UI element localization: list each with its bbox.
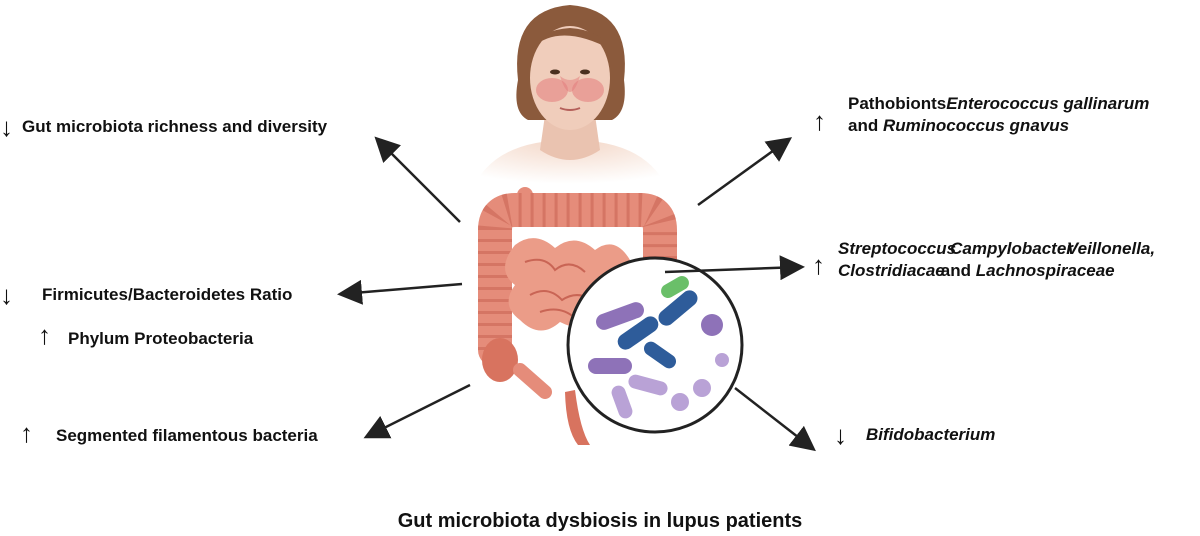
arrow-to-richness	[374, 136, 461, 223]
arrow-up-icon: ↑	[20, 418, 33, 448]
pathobionts-and: and	[848, 116, 879, 135]
arrow-to-genera	[664, 255, 805, 281]
arrow-to-sfb	[363, 383, 471, 439]
arrow-down-icon: ↓	[834, 420, 847, 450]
label-sfb: Segmented filamentous bacteria	[56, 426, 318, 445]
bacteria-magnifier	[566, 256, 744, 434]
label-bifidobacterium: Bifidobacterium	[866, 425, 996, 444]
label-genera: StreptococcusCampylobacterVeillonella, C…	[838, 238, 1155, 282]
woman-figure	[470, 5, 670, 195]
genus-clostridiacae: Clostridiacae	[838, 261, 945, 280]
pathobionts-prefix: Pathobionts	[848, 94, 947, 113]
genus-campylobacter: Campylobacter	[950, 239, 1073, 258]
genera-and: and	[940, 261, 971, 280]
figure-title: Gut microbiota dysbiosis in lupus patien…	[397, 510, 803, 532]
label-proteobacteria: Phylum Proteobacteria	[68, 329, 254, 348]
label-fb-ratio: Firmicutes/Bacteroidetes Ratio	[42, 285, 293, 304]
species-ruminococcus: Ruminococcus gnavus	[882, 116, 1070, 135]
genus-lachnospiraceae: Lachnospiraceae	[975, 261, 1115, 280]
label-pathobionts: PathobiontsEnterococcus gallinarum and R…	[848, 93, 1149, 137]
genus-veillonella: Veillonella,	[1066, 239, 1156, 258]
label-richness-diversity: Gut microbiota richness and diversity	[22, 117, 328, 136]
arrow-up-icon: ↑	[38, 320, 51, 350]
arrow-to-fb-ratio	[337, 279, 463, 305]
genus-streptococcus: Streptococcus	[838, 239, 957, 258]
arrow-down-icon: ↓	[0, 112, 13, 142]
arrow-to-pathobionts	[697, 137, 793, 207]
connector-arrows	[337, 136, 816, 452]
arrow-up-icon: ↑	[812, 250, 825, 280]
arrow-to-bifido	[734, 387, 816, 452]
arrow-down-icon: ↓	[0, 280, 13, 310]
arrow-up-icon: ↑	[813, 106, 826, 136]
species-enterococcus: Enterococcus gallinarum	[946, 94, 1150, 113]
